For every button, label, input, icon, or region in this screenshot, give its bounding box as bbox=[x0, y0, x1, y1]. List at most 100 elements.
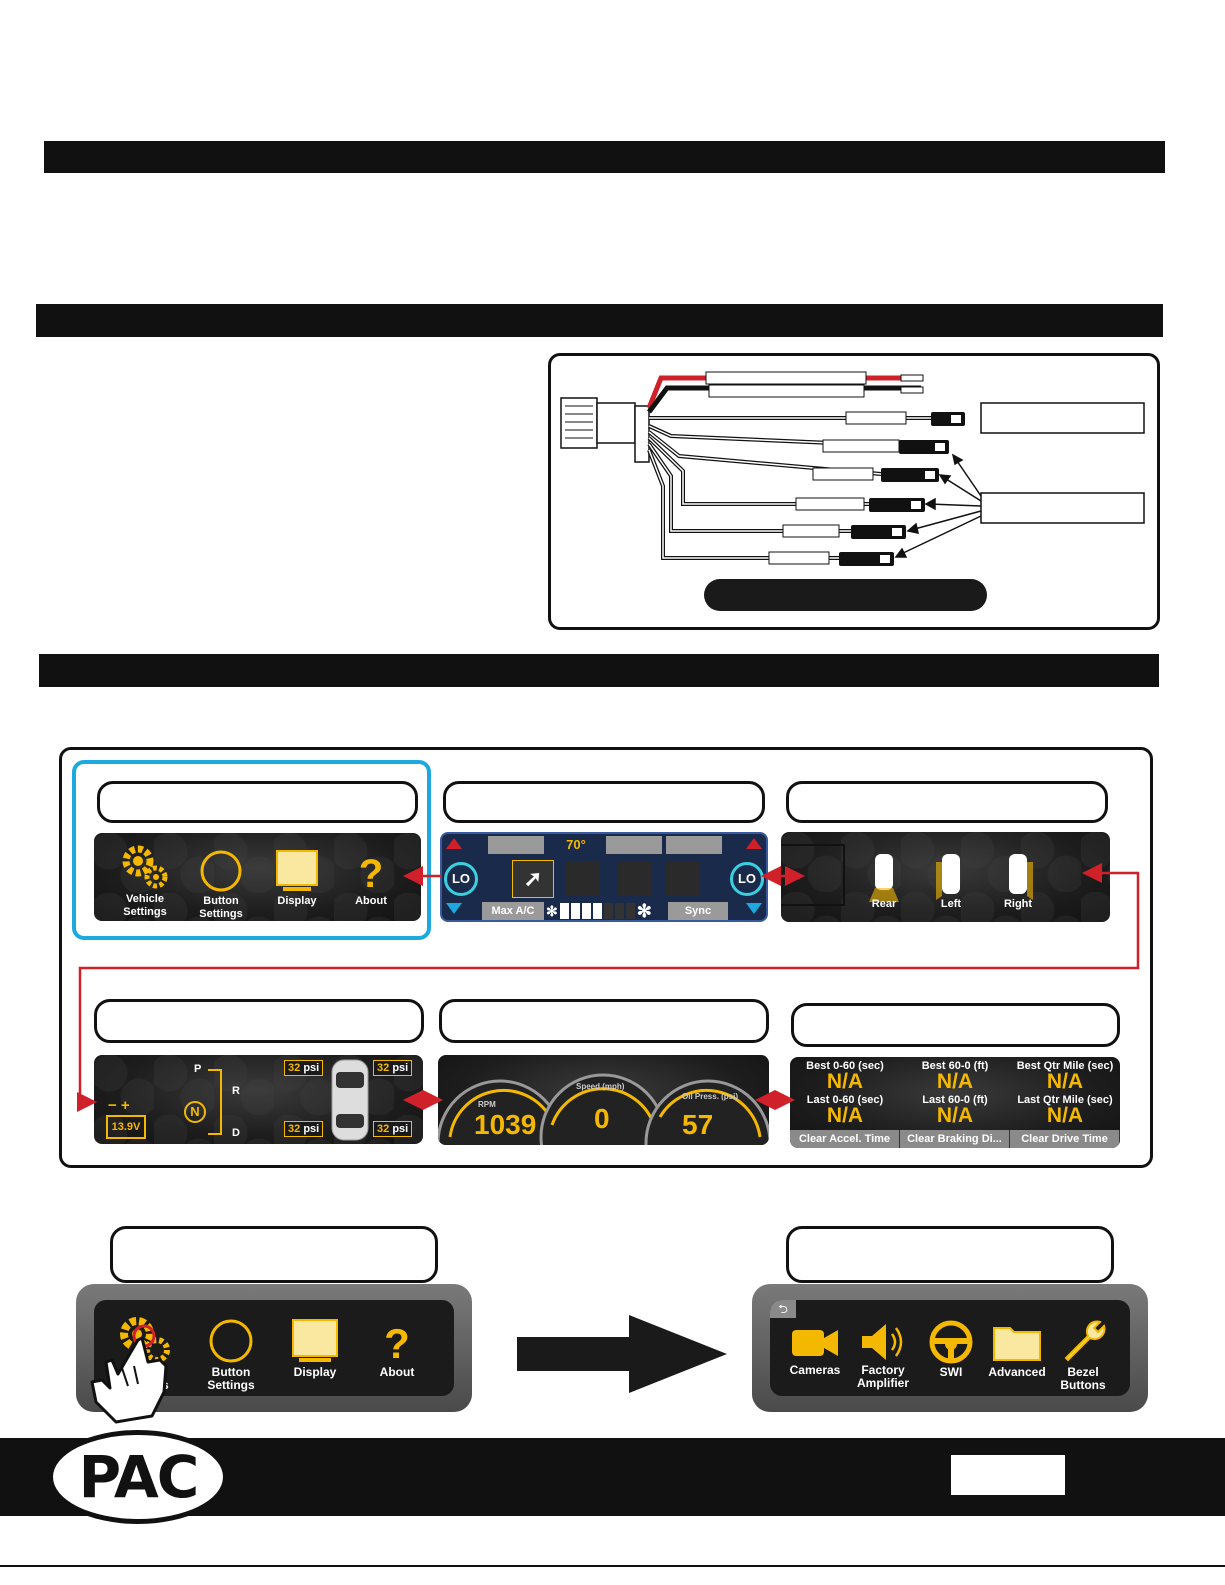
fan-left-button[interactable]: LO bbox=[444, 862, 478, 896]
vs-item-advanced[interactable]: Advanced bbox=[984, 1320, 1050, 1379]
camera-label: Left bbox=[940, 898, 962, 910]
section-header-bar-1 bbox=[44, 141, 1165, 173]
vs-item-factory-amplifier[interactable]: Factory Amplifier bbox=[850, 1322, 916, 1390]
car-right-icon bbox=[1009, 854, 1033, 900]
temperature-display: 70° bbox=[566, 837, 586, 852]
svg-text:Oil Press. (psi): Oil Press. (psi) bbox=[682, 1092, 738, 1101]
gear-d: D bbox=[232, 1127, 240, 1139]
menu-item-label: Display bbox=[277, 895, 317, 907]
tire-pressure-rear-right: 32 psi bbox=[373, 1121, 413, 1137]
clear-braking-button[interactable]: Clear Braking Di... bbox=[900, 1130, 1010, 1148]
display-icon bbox=[292, 1319, 338, 1362]
temp-down-right-icon[interactable] bbox=[746, 903, 762, 914]
tire-pressure-front-right: 32 psi bbox=[373, 1060, 413, 1076]
title-pill-performance bbox=[791, 1003, 1120, 1047]
vs-item-cameras[interactable]: Cameras bbox=[782, 1322, 848, 1377]
menu-item-display[interactable]: Display bbox=[278, 1318, 352, 1379]
svg-text:RPM: RPM bbox=[478, 1100, 496, 1109]
vs-item-label: Factory bbox=[861, 1363, 905, 1377]
vent-mix-button[interactable] bbox=[618, 862, 652, 896]
max-ac-button[interactable]: Max A/C bbox=[482, 902, 544, 920]
title-pill-cameras bbox=[786, 781, 1108, 823]
speaker-icon bbox=[862, 1324, 903, 1360]
sync-button[interactable]: Sync bbox=[668, 902, 728, 920]
vent-face-icon: ➚ bbox=[523, 866, 543, 891]
pac-logo: PAC bbox=[48, 1430, 228, 1524]
harness-diagram-frame bbox=[548, 353, 1160, 630]
menu-item-about[interactable]: ? About bbox=[360, 1318, 434, 1379]
menu-item-button-settings[interactable]: Button Settings bbox=[188, 849, 254, 921]
temp-down-left-icon[interactable] bbox=[446, 903, 462, 914]
climate-screen: 70° LO LO ➚ Max A/C ✻ ✻ Sync bbox=[440, 832, 768, 922]
camera-left-button[interactable]: Left bbox=[926, 852, 976, 911]
vs-item-label: SWI bbox=[939, 1365, 963, 1379]
menu-item-label: Settings bbox=[123, 906, 167, 918]
gear-n: N bbox=[184, 1101, 206, 1123]
menu-item-vehicle-settings[interactable]: Vehicle Settings bbox=[112, 843, 178, 919]
perf-value: N/A bbox=[1046, 1070, 1084, 1093]
circle-icon bbox=[209, 1319, 253, 1363]
rpm-value: 1039 bbox=[474, 1109, 537, 1140]
speed-value: 0 bbox=[594, 1103, 610, 1134]
perf-value: N/A bbox=[936, 1104, 974, 1127]
car-top-icon bbox=[331, 1059, 369, 1141]
fan-speed-bar[interactable]: ✻ ✻ bbox=[546, 900, 666, 921]
cameras-screen: Rear Left Right bbox=[781, 832, 1110, 922]
vs-item-label: Amplifier bbox=[856, 1376, 909, 1390]
seat-left-button[interactable] bbox=[488, 836, 544, 854]
main-menu-screen: Vehicle Settings Button Settings Display… bbox=[94, 833, 421, 921]
defrost-button[interactable] bbox=[666, 862, 700, 896]
vs-item-label: Bezel bbox=[1067, 1365, 1099, 1379]
title-pill-gear-tpms bbox=[94, 999, 424, 1043]
svg-text:?: ? bbox=[359, 852, 383, 893]
psi-unit: psi bbox=[303, 1123, 320, 1135]
vent-face-button[interactable]: ➚ bbox=[512, 860, 554, 898]
title-pill-touch-main bbox=[110, 1226, 438, 1283]
vs-item-swi[interactable]: SWI bbox=[918, 1320, 984, 1379]
psi-value: 32 bbox=[288, 1062, 301, 1074]
battery-symbols: − + bbox=[108, 1097, 130, 1114]
psi-value: 32 bbox=[377, 1123, 390, 1135]
temp-up-left-icon[interactable] bbox=[446, 838, 462, 849]
clear-drive-button[interactable]: Clear Drive Time bbox=[1010, 1130, 1120, 1148]
seat-right-button[interactable] bbox=[666, 836, 722, 854]
menu-item-label: About bbox=[379, 1365, 415, 1379]
perf-value: N/A bbox=[826, 1104, 864, 1127]
perf-value: N/A bbox=[1046, 1104, 1084, 1127]
section-header-bar-2 bbox=[36, 304, 1163, 337]
menu-item-display[interactable]: Display bbox=[264, 849, 330, 908]
gear-p: P bbox=[194, 1063, 202, 1075]
wrench-icon bbox=[1064, 1320, 1106, 1362]
question-icon: ? bbox=[384, 1320, 410, 1364]
camera-rear-button[interactable]: Rear bbox=[859, 852, 909, 911]
steering-wheel-icon bbox=[929, 1320, 973, 1364]
section-header-bar-3 bbox=[39, 654, 1159, 687]
gear-tpms-screen: − + 13.9V P R N D 32 psi 32 psi 32 psi 3… bbox=[94, 1055, 423, 1144]
menu-item-label: Button bbox=[211, 1365, 251, 1379]
back-bracket[interactable] bbox=[781, 844, 845, 906]
vehicle-settings-bezel-screen: ⮌ Cameras Factory Amplifier SWI Advanced… bbox=[770, 1300, 1130, 1396]
fan-right-button[interactable]: LO bbox=[730, 862, 764, 896]
gauges-screen: RPM Speed (mph) Oil Press. (psi) 1039 0 … bbox=[438, 1055, 769, 1145]
gear-r: R bbox=[232, 1085, 240, 1097]
oil-pressure-value: 57 bbox=[682, 1109, 714, 1140]
vs-item-bezel-buttons[interactable]: Bezel Buttons bbox=[1050, 1318, 1116, 1392]
temp-up-right-icon[interactable] bbox=[746, 838, 762, 849]
camera-right-button[interactable]: Right bbox=[993, 852, 1043, 911]
perf-value: N/A bbox=[936, 1070, 974, 1093]
vent-feet-button[interactable] bbox=[566, 862, 600, 896]
clear-accel-button[interactable]: Clear Accel. Time bbox=[790, 1130, 900, 1148]
vehicle-settings-bezel: ⮌ Cameras Factory Amplifier SWI Advanced… bbox=[752, 1284, 1148, 1412]
menu-item-label: Button bbox=[203, 895, 239, 907]
psi-unit: psi bbox=[303, 1062, 320, 1074]
menu-item-button-settings[interactable]: Button Settings bbox=[194, 1318, 268, 1392]
fan-high-icon: ✻ bbox=[636, 900, 652, 921]
menu-item-about[interactable]: ? About bbox=[338, 849, 404, 908]
perf-value: N/A bbox=[826, 1070, 864, 1093]
harness-diagram bbox=[560, 371, 1145, 611]
bottom-rule bbox=[0, 1565, 1225, 1567]
back-button[interactable]: ⮌ bbox=[770, 1300, 796, 1318]
performance-screen: Best 0-60 (sec) N/A Best 60-0 (ft) N/A B… bbox=[790, 1057, 1120, 1148]
vs-item-label: Advanced bbox=[988, 1365, 1046, 1379]
steering-heat-button[interactable] bbox=[606, 836, 662, 854]
